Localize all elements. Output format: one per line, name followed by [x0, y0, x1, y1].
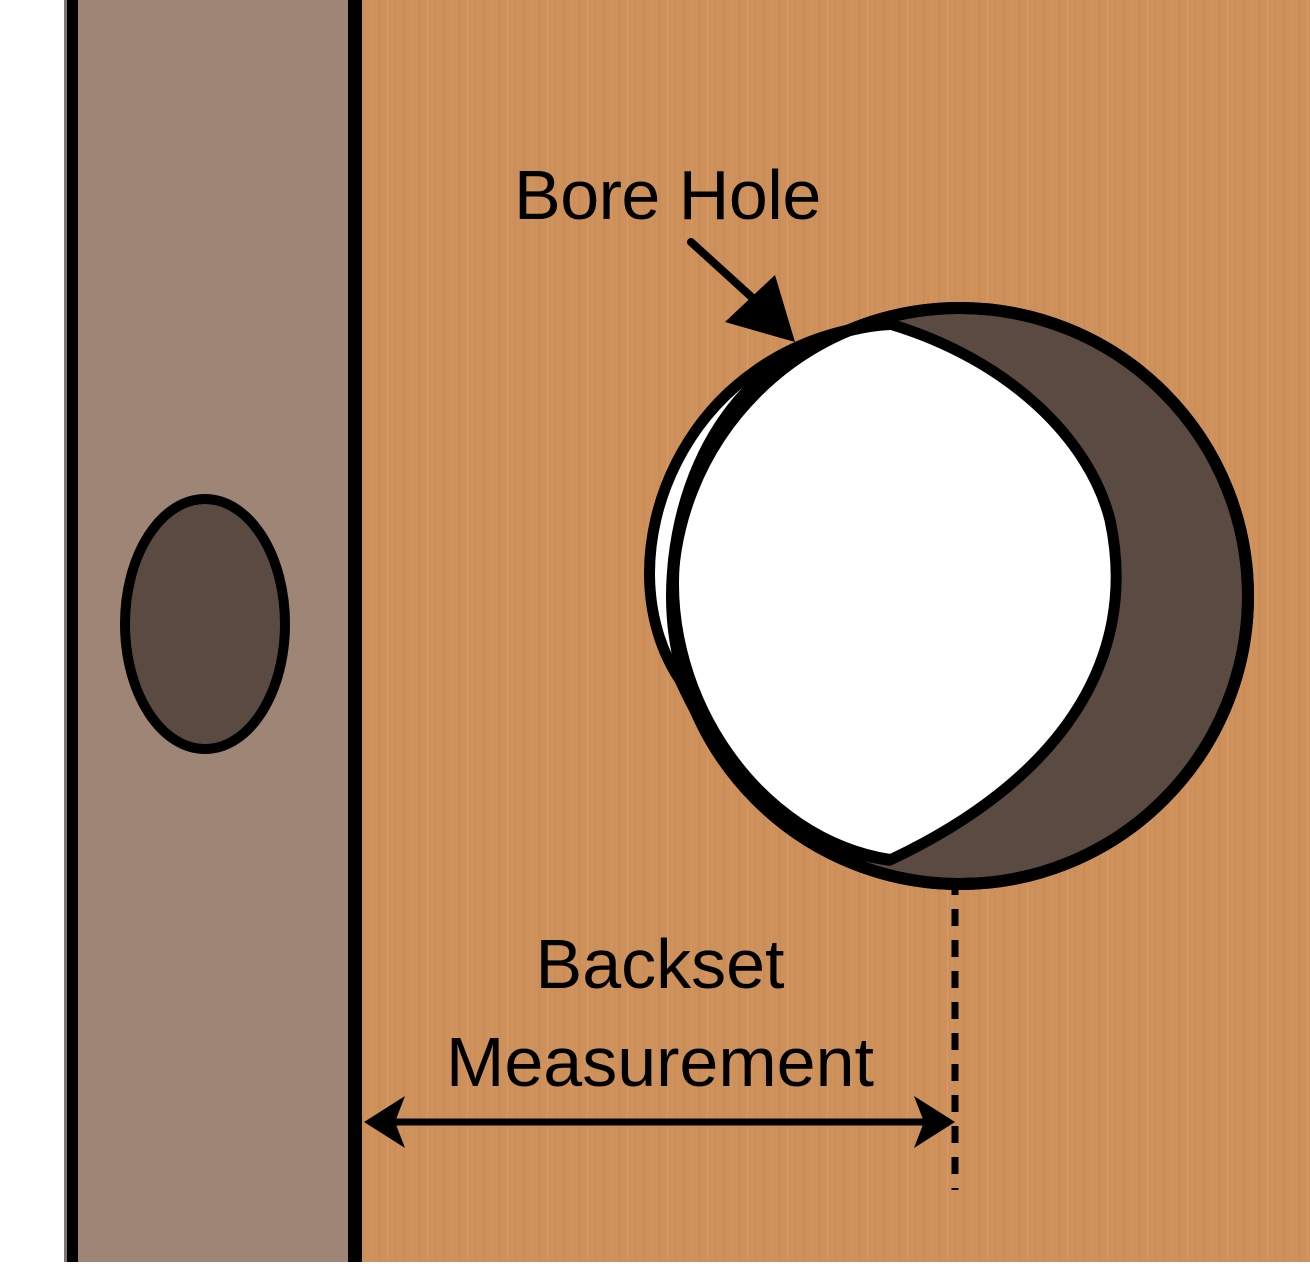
backset-measurement-label: Backset Measurement — [355, 915, 965, 1111]
bore-hole-pointer-arrow — [687, 238, 795, 342]
bore-hole — [644, 302, 1254, 890]
backset-label-line1: Backset — [535, 925, 785, 1003]
left-margin — [0, 0, 66, 1262]
door-edge — [64, 0, 362, 1262]
bore-hole-label: Bore Hole — [514, 156, 821, 234]
backset-arrow — [364, 1096, 955, 1148]
backset-label-line2: Measurement — [446, 1023, 874, 1101]
latch-hole — [120, 494, 290, 754]
